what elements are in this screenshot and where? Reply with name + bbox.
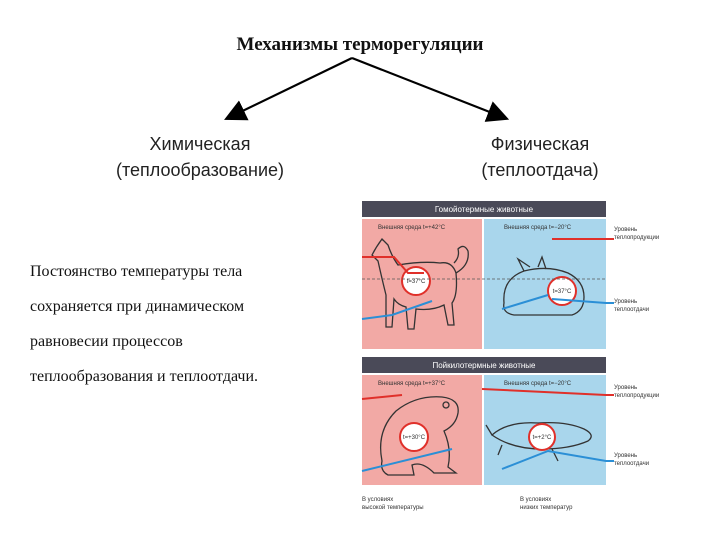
chemical-branch: Химическая (теплообразование) (70, 131, 330, 183)
homeo-left-body: t=37°C (407, 279, 426, 285)
branch-arrows (224, 56, 510, 122)
diagram-title: Механизмы терморегуляции (236, 34, 484, 55)
caption-high-temp: В условиях высокой температуры (362, 497, 424, 511)
legend-heat-loss-bottom: Уровень теплоотдачи (614, 453, 649, 467)
poikilo-left-body: t=+30°C (403, 435, 426, 441)
description-line: теплообразования и теплоотдачи. (30, 368, 259, 385)
poikilo-header-bar (362, 357, 606, 373)
physical-subtitle: (теплоотдача) (481, 160, 599, 180)
physical-branch: Физическая (теплоотдача) (420, 131, 660, 183)
cat-temp-circle (547, 276, 577, 306)
poikilo-left-env: Внешняя среда t=+37°C (378, 381, 446, 387)
arrow-to-physical (351, 56, 510, 122)
description-text: Постоянство температуры тела сохраняется… (30, 254, 330, 394)
cat-figure (503, 255, 585, 316)
description-line: сохраняется при динамическом (30, 298, 245, 315)
description-line: Постоянство температуры тела (30, 263, 243, 280)
legend-heat-prod-bottom: Уровень теплопродукции (614, 385, 659, 399)
poikilo-heat-prod-line (361, 388, 614, 400)
caption-low-temp: В условиях низких температур (520, 497, 573, 511)
homeo-heat-prod-line (362, 238, 614, 274)
dog-figure (371, 238, 469, 330)
homeo-left-env: Внешняя среда t=+42°C (378, 225, 446, 231)
homeo-right-body: t=37°C (553, 289, 572, 295)
legend-heat-prod-top: Уровень теплопродукции (614, 227, 659, 241)
frog-figure (379, 396, 459, 476)
poikilo-right-body: t=+2°C (533, 435, 552, 441)
lizard-temp-circle (528, 423, 556, 451)
chemical-subtitle: (теплообразование) (115, 160, 285, 180)
frog-temp-circle (399, 422, 429, 452)
homeo-cold-panel (484, 219, 606, 349)
homeo-heat-loss-line (361, 294, 614, 320)
homeo-header: Гомойотермные животные (435, 205, 534, 214)
poikilo-header: Пойкилотермные животные (432, 361, 536, 370)
poikilo-right-env: Внешняя среда t=−20°C (504, 381, 572, 387)
legend-heat-loss-top: Уровень теплоотдачи (614, 299, 649, 313)
physical-name: Физическая (490, 134, 590, 154)
description-line: равновесии процессов (30, 333, 183, 350)
chemical-name: Химическая (149, 134, 251, 154)
poikilo-heat-loss-line (361, 448, 614, 472)
arrow-to-chemical (224, 57, 353, 121)
thermoregulation-figure: Гомойотермные животные Внешняя среда t=+… (361, 201, 659, 511)
homeo-right-env: Внешняя среда t=−20°C (504, 225, 572, 231)
homeo-header-bar (362, 201, 606, 217)
